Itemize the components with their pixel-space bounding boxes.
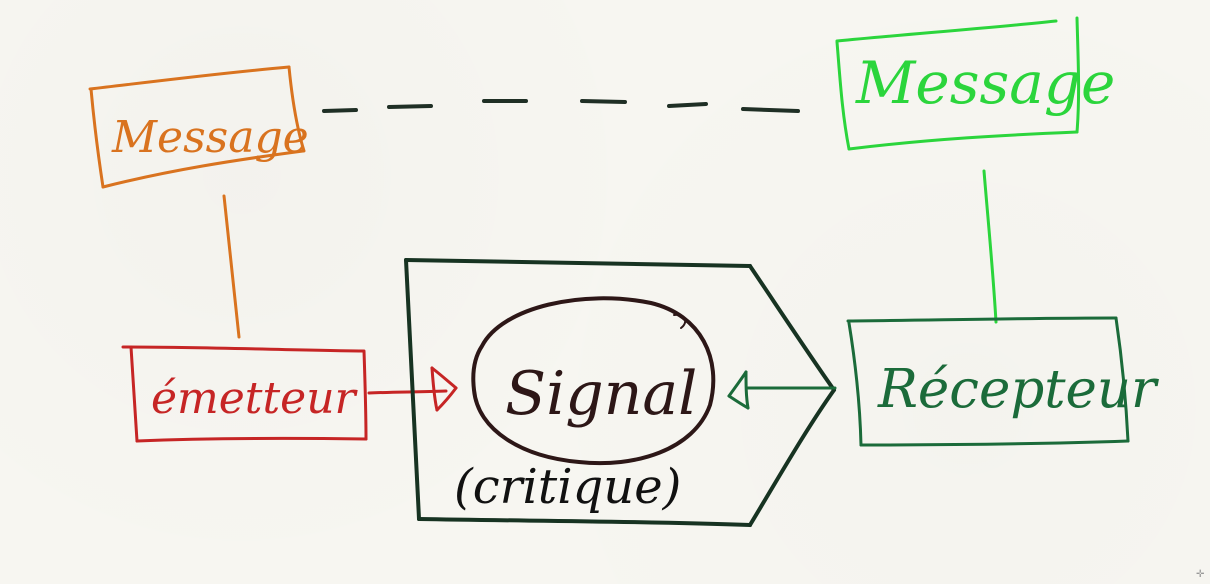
- receiver-box: [846, 316, 1130, 447]
- receiver-arrow: [727, 370, 837, 410]
- receiver-message-box: [835, 16, 1081, 151]
- sender-message-label: Message: [111, 112, 309, 163]
- receiver-message-label: Message: [855, 49, 1115, 117]
- move-cursor-icon: ✛: [1196, 569, 1205, 580]
- signal-label: Signal: [505, 359, 697, 429]
- sender-arrow: [367, 366, 458, 412]
- signal-note: (critique): [454, 459, 681, 515]
- sender-label: émetteur: [151, 373, 359, 424]
- receiver-connector-line: [982, 169, 998, 324]
- message-link-dashed: [322, 99, 800, 113]
- sender-message-box: [88, 65, 306, 189]
- channel-frame: [404, 258, 836, 527]
- receiver-label: Récepteur: [877, 359, 1159, 420]
- sender-connector-line: [222, 194, 241, 339]
- signal-ellipse: [471, 296, 716, 466]
- sender-box: [121, 345, 368, 443]
